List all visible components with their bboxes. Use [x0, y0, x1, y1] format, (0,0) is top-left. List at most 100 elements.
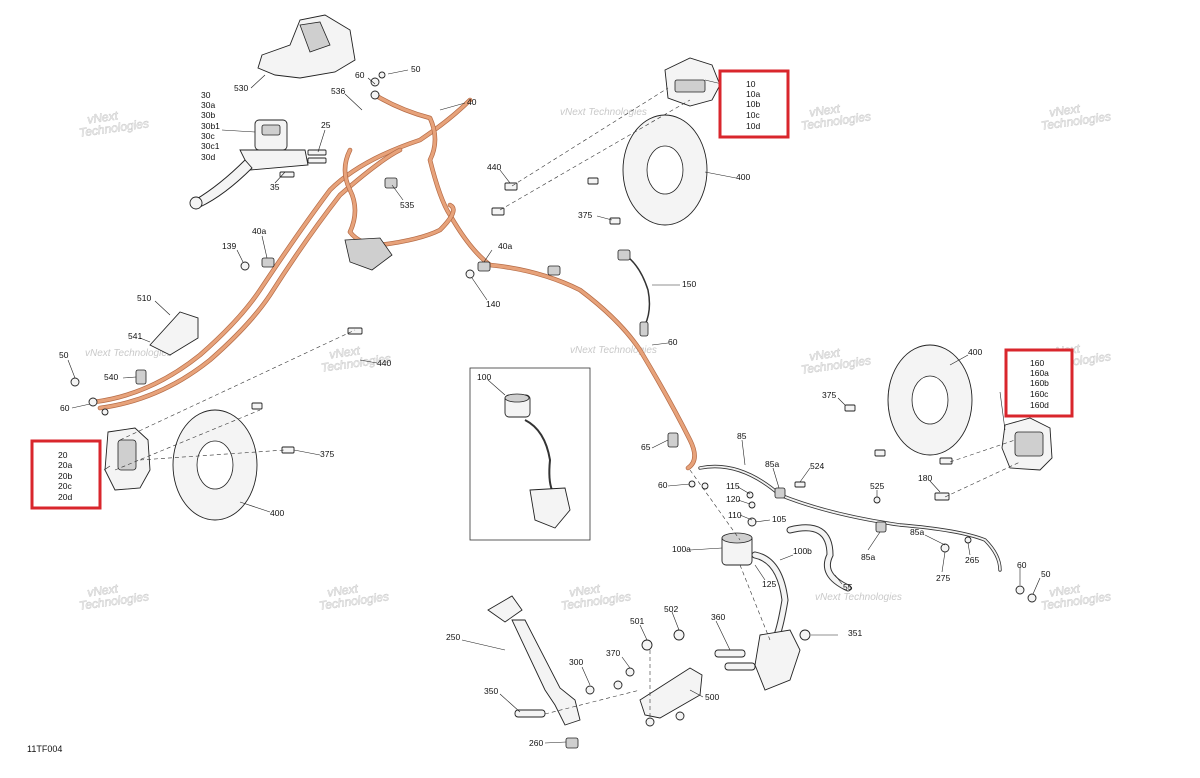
- callout-375-top: 375: [578, 210, 592, 220]
- callout-140: 140: [486, 299, 500, 309]
- callout-510: 510: [137, 293, 151, 303]
- watermark: vNext Technologies: [800, 345, 872, 377]
- highlight-top-item: 10a: [746, 89, 760, 99]
- callout-120: 120: [726, 494, 740, 504]
- small-parts-center: [667, 432, 881, 527]
- clamp-535: [384, 177, 398, 189]
- reservoir-100a: [721, 532, 753, 566]
- highlight-left-item: 20d: [58, 492, 72, 502]
- callout-275: 275: [936, 573, 950, 583]
- callout-100b: 100b: [793, 546, 812, 556]
- callout-35: 35: [270, 182, 280, 192]
- svg-text:vNext: vNext: [1048, 101, 1081, 119]
- highlight-right-item: 160: [1030, 358, 1044, 368]
- callout-502: 502: [664, 604, 678, 614]
- watermark: vNext Technologies: [800, 101, 872, 133]
- callout-105: 105: [772, 514, 786, 524]
- highlight-right-item: 160b: [1030, 378, 1049, 388]
- svg-text:vNext: vNext: [808, 345, 841, 363]
- callout-351: 351: [848, 628, 862, 638]
- figure-id: 11TF004: [27, 744, 62, 754]
- disc-top-400: [622, 114, 708, 226]
- callout-40: 40: [467, 97, 477, 107]
- caliper-top-10: [664, 57, 721, 107]
- brake-lines: [91, 92, 697, 471]
- svg-text:vNext: vNext: [328, 343, 361, 361]
- callout-115: 115: [726, 481, 740, 491]
- highlight-box-top[interactable]: 10 10a 10b 10c 10d: [718, 69, 790, 139]
- highlight-left-item: 20c: [58, 481, 72, 491]
- master-cylinder-rear: [754, 629, 801, 691]
- svg-text:vNext: vNext: [1048, 581, 1081, 599]
- highlight-right-item: 160d: [1030, 400, 1049, 410]
- svg-text:vNext: vNext: [86, 581, 119, 599]
- callout-30b1: 30b1: [201, 121, 220, 131]
- highlight-top-item: 10c: [746, 110, 760, 120]
- svg-text:vNext: vNext: [568, 581, 601, 599]
- callout-30c: 30c: [201, 131, 215, 141]
- watermark: vNext Technologies: [1040, 101, 1112, 133]
- highlight-top-item: 10: [746, 79, 756, 89]
- bolts-left: [251, 327, 363, 454]
- callout-85a-low: 85a: [861, 552, 875, 562]
- pedal-small-parts: [514, 629, 811, 749]
- pedal-bracket-500: [639, 667, 703, 719]
- callout-360: 360: [711, 612, 725, 622]
- callout-50-top: 50: [411, 64, 421, 74]
- callout-375-left: 375: [320, 449, 334, 459]
- clamp-85a: [774, 487, 887, 533]
- watermark: vNext Technologies: [815, 592, 902, 603]
- cable-85: [698, 464, 1002, 572]
- caliper-right-160: [1001, 417, 1053, 471]
- bracket-530: [257, 14, 356, 79]
- callout-60-top: 60: [355, 70, 365, 80]
- callout-525: 525: [870, 481, 884, 491]
- highlight-box-left[interactable]: 20 20a 20b 20c 20d: [30, 439, 102, 510]
- bolt-140: [465, 269, 475, 279]
- fittings-top: [370, 71, 386, 100]
- callout-440-left: 440: [377, 358, 391, 368]
- fittings-left: [70, 377, 109, 416]
- callout-100: 100: [477, 372, 491, 382]
- callout-524: 524: [810, 461, 824, 471]
- pedal-250: [487, 595, 581, 726]
- callout-501: 501: [630, 616, 644, 626]
- callout-535: 535: [400, 200, 414, 210]
- callout-400-top: 400: [736, 172, 750, 182]
- watermark: vNext Technologies: [78, 108, 150, 140]
- callout-400-left: 400: [270, 508, 284, 518]
- callout-260: 260: [529, 738, 543, 748]
- highlight-top-item: 10d: [746, 121, 760, 131]
- highlight-right-item: 160a: [1030, 368, 1049, 378]
- callout-500: 500: [705, 692, 719, 702]
- callout-labels: 530 30 30a 30b 30b1 30c 30c1 30d 25 35 6…: [59, 64, 1051, 748]
- callout-65: 65: [641, 442, 651, 452]
- callout-25: 25: [321, 120, 331, 130]
- bolts-right: [844, 404, 953, 501]
- disc-right-400: [887, 344, 973, 456]
- master-cylinder-30: [189, 119, 309, 210]
- callout-40a-mid: 40a: [498, 241, 512, 251]
- bolt-139: [240, 261, 250, 271]
- callout-60-mid: 60: [668, 337, 678, 347]
- callout-100a: 100a: [672, 544, 691, 554]
- callout-40a-left: 40a: [252, 226, 266, 236]
- watermark: vNext Technologies: [560, 107, 647, 118]
- callout-180: 180: [918, 473, 932, 483]
- caliper-left-20: [104, 427, 151, 491]
- bracket-510: [149, 311, 199, 356]
- callout-30d: 30d: [201, 152, 215, 162]
- callout-60-left: 60: [60, 403, 70, 413]
- highlight-box-right[interactable]: 160 160a 160b 160c 160d: [1004, 348, 1074, 418]
- callout-440-top: 440: [487, 162, 501, 172]
- clip-540: [135, 369, 147, 385]
- callout-85a-right: 85a: [910, 527, 924, 537]
- callout-530: 530: [234, 83, 248, 93]
- inset-100: [469, 367, 591, 541]
- callout-265: 265: [965, 555, 979, 565]
- callout-350: 350: [484, 686, 498, 696]
- watermark: vNext Technologies: [570, 345, 657, 356]
- callout-250: 250: [446, 632, 460, 642]
- svg-text:vNext: vNext: [808, 101, 841, 119]
- watermark: vNext Technologies: [85, 348, 172, 359]
